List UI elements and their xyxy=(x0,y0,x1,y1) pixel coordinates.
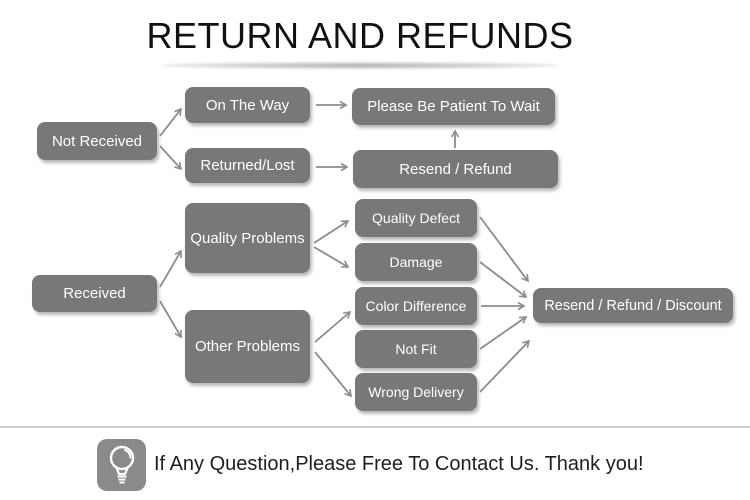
arrow-other-problems-to-wrong-delivery xyxy=(314,351,353,398)
arrow-not-fit-to-discount xyxy=(479,316,528,350)
arrow-other-problems-to-color-difference xyxy=(314,310,352,343)
footer-divider xyxy=(0,426,750,428)
contact-message: If Any Question,Please Free To Contact U… xyxy=(154,453,644,475)
arrow-quality-problems-to-damage xyxy=(313,246,350,268)
arrow-quality-problems-to-quality-defect xyxy=(313,220,350,244)
node-damage: Damage xyxy=(355,243,477,281)
arrow-not-received-to-returned-lost xyxy=(159,145,183,171)
node-resend-refund-discount: Resend / Refund / Discount xyxy=(533,288,733,323)
node-quality-defect: Quality Defect xyxy=(355,199,477,237)
arrow-received-to-quality-problems xyxy=(159,249,182,288)
node-on-the-way: On The Way xyxy=(185,87,310,123)
arrow-not-received-to-on-the-way xyxy=(159,107,182,137)
node-other-problems: Other Problems xyxy=(185,310,310,383)
arrow-received-to-other-problems xyxy=(159,300,182,339)
node-received: Received xyxy=(32,275,157,312)
page-title: RETURN AND REFUNDS xyxy=(146,15,574,56)
lightbulb-icon xyxy=(97,439,146,491)
arrow-quality-defect-to-discount xyxy=(479,216,529,283)
node-please-be-patient: Please Be Patient To Wait xyxy=(352,88,555,125)
node-returned-lost: Returned/Lost xyxy=(185,148,310,183)
node-color-difference: Color Difference xyxy=(355,287,477,325)
node-quality-problems: Quality Problems xyxy=(185,203,310,273)
node-wrong-delivery: Wrong Delivery xyxy=(355,373,477,411)
node-not-received: Not Received xyxy=(37,122,157,160)
arrow-wrong-delivery-to-discount xyxy=(479,339,531,393)
arrow-damage-to-discount xyxy=(479,261,528,298)
node-not-fit: Not Fit xyxy=(355,330,477,368)
node-resend-refund: Resend / Refund xyxy=(353,150,558,188)
title-underline-shadow xyxy=(160,62,560,69)
